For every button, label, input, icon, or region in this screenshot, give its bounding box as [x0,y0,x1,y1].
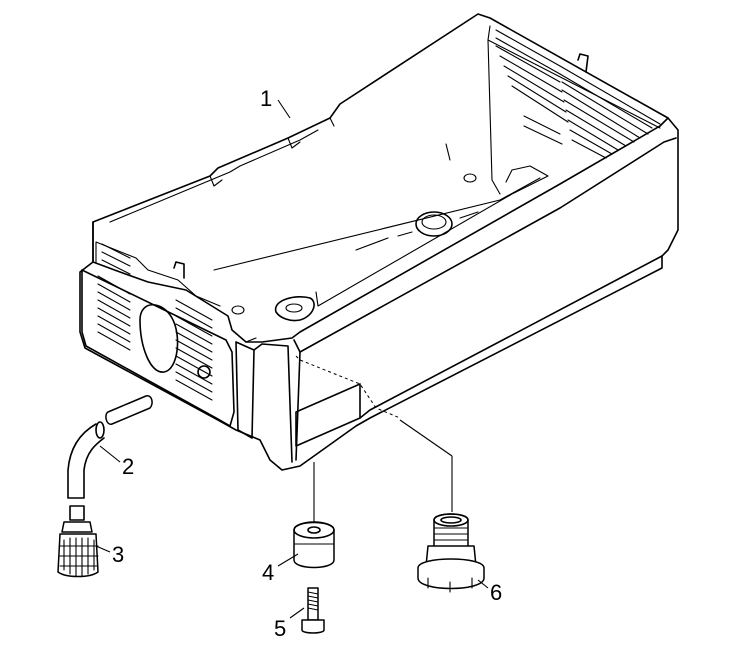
tray-housing [79,13,679,471]
hose-part-2 [67,395,153,499]
callout-label-6: 6 [490,580,502,605]
screw-part-5 [301,587,325,634]
right-vents [495,29,661,159]
fitting-part-6 [399,419,485,593]
callout-label-5: 5 [274,616,286,641]
left-vents [97,243,213,401]
plug-part-4 [293,462,335,569]
callout-label-4: 4 [262,560,274,585]
callout-label-1: 1 [260,86,272,111]
callout-label-3: 3 [112,542,124,567]
callout-label-2: 2 [122,454,134,479]
callout-leaders [95,99,489,619]
strainer-part-3 [57,505,99,578]
